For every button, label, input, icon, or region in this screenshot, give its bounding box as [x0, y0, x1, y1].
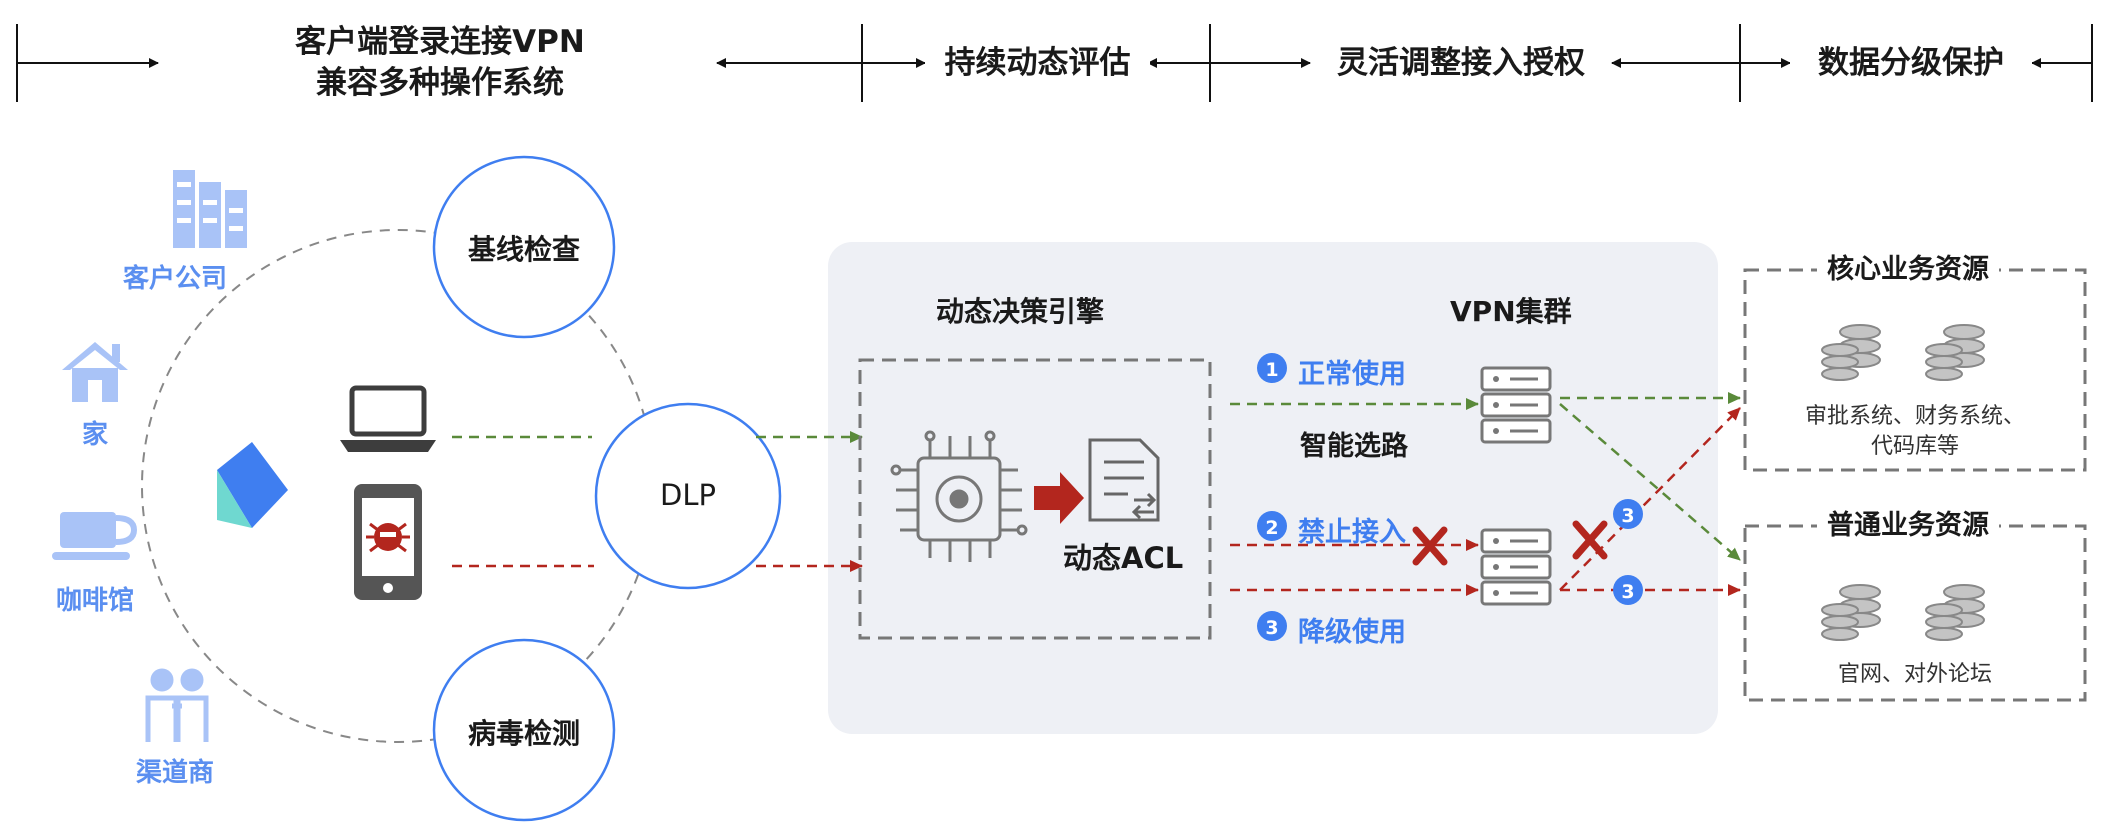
- laptop-icon: [340, 385, 436, 452]
- normal-resource-desc: 官网、对外论坛: [1837, 662, 1992, 687]
- route2-label: 禁止接入: [1298, 517, 1406, 548]
- chip-gear-icon: [890, 430, 1028, 562]
- infected-phone-icon: [354, 484, 422, 600]
- stage3-header: 灵活调整接入授权: [1312, 43, 1610, 84]
- engine-title: 动态决策引擎: [930, 290, 1111, 330]
- stage2-header: 持续动态评估: [925, 43, 1150, 84]
- route3-badge-right-top-number: 3: [1621, 505, 1634, 527]
- cross-green-flow: [1559, 403, 1741, 561]
- core-resource-title: 核心业务资源: [1817, 247, 1999, 286]
- route2-badge: [1257, 511, 1287, 541]
- route2-badge-number: 2: [1265, 517, 1278, 539]
- blocked-x-icon: [1412, 526, 1448, 566]
- core-resource-box: [1743, 268, 2087, 472]
- route1-badge: [1257, 353, 1287, 383]
- vpn-server-top-icon: [1480, 366, 1552, 444]
- dlp-label: DLP: [660, 478, 716, 512]
- stage1-header-line1: 客户端登录连接VPN: [295, 24, 585, 60]
- database-icon: [1821, 324, 1985, 381]
- location-cafe-label: 咖啡馆: [55, 586, 134, 616]
- vpn-cluster-title: VPN集群: [1444, 290, 1578, 330]
- baseline-check-circle: [432, 155, 616, 339]
- app-logo: [217, 442, 288, 528]
- stage1-header: 客户端登录连接VPN 兼容多种操作系统: [160, 22, 720, 104]
- route1-badge-number: 1: [1265, 359, 1278, 381]
- core-resource-desc-line2: 代码库等: [1870, 434, 1959, 459]
- acl-document-icon: [1088, 438, 1160, 522]
- stage4-header: 数据分级保护: [1790, 43, 2032, 84]
- location-home-label: 家: [81, 420, 108, 450]
- route3-badge-number: 3: [1265, 617, 1278, 639]
- building-icon: [173, 170, 247, 248]
- core-resource-desc-line1: 审批系统、财务系统、: [1804, 404, 2025, 429]
- blocked-x-icon-2: [1572, 520, 1608, 560]
- core-resource-desc: 审批系统、财务系统、 代码库等: [1750, 402, 2080, 462]
- acl-label: 动态ACL: [1063, 541, 1184, 575]
- header-timeline: [16, 24, 2093, 102]
- virus-check-label: 病毒检测: [467, 717, 580, 750]
- normal-resource-box: [1743, 524, 2087, 702]
- route3-badge-right-bottom: [1613, 575, 1643, 605]
- partners-icon: [145, 668, 209, 742]
- route3-label: 降级使用: [1298, 617, 1406, 648]
- normal-resource-title: 普通业务资源: [1817, 503, 1999, 542]
- baseline-check-label: 基线检查: [467, 233, 580, 266]
- route3-badge-right-top: [1613, 499, 1643, 529]
- smart-routing-label: 智能选路: [1300, 431, 1408, 462]
- route3-badge-right-bottom-number: 3: [1621, 581, 1634, 603]
- home-icon: [62, 342, 128, 402]
- virus-check-circle: [432, 638, 616, 822]
- location-company-label: 客户公司: [122, 264, 227, 294]
- route1-label: 正常使用: [1298, 359, 1406, 390]
- vpn-server-bottom-icon: [1480, 528, 1552, 606]
- database-icon: [1821, 584, 1985, 641]
- stage1-header-line2: 兼容多种操作系统: [316, 65, 564, 101]
- dlp-circle: [594, 402, 782, 590]
- engine-arrow-icon: [1034, 472, 1084, 524]
- location-channel-label: 渠道商: [135, 758, 214, 788]
- route3-badge: [1257, 611, 1287, 641]
- decision-panel: [828, 242, 1718, 734]
- coffee-cup-icon: [52, 512, 138, 560]
- cross-red-flow: [1559, 407, 1741, 591]
- engine-box: [858, 358, 1212, 640]
